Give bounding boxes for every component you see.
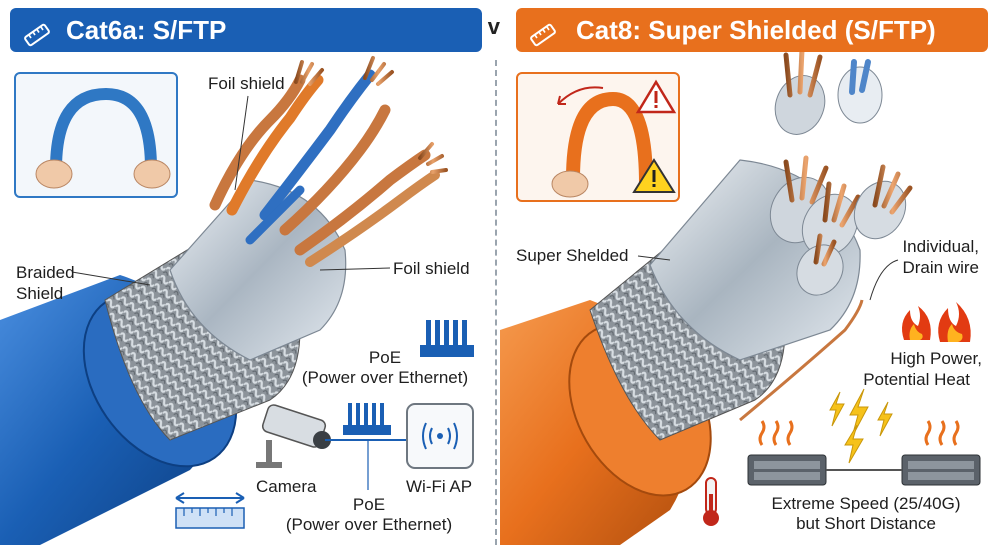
label-poe-top-line2: (Power over Ethernet) [301, 368, 469, 387]
cat8-shielded-pairs [769, 47, 913, 296]
cat8-drain-wire [739, 299, 864, 422]
label-foil-shield-top: Foil shield [208, 74, 285, 93]
label-braided-line1: Braided [16, 263, 75, 282]
flame-icon [902, 306, 931, 340]
label-heat-line2: Potential Heat [863, 370, 970, 389]
poe-diagram [175, 320, 474, 529]
poe-connector-icon [420, 320, 474, 357]
network-switch-icon [901, 420, 981, 486]
cat6a-twisted-pairs [209, 56, 448, 267]
label-super-shielded: Super Shelded [516, 246, 629, 265]
warning-icon [632, 158, 676, 193]
cat8-title-banner: Cat8: Super Shielded (S/FTP) [516, 8, 988, 52]
wifi-ap-device [406, 403, 474, 469]
label-speed-line1: Extreme Speed (25/40G) [771, 494, 961, 513]
cat6a-title-banner: Cat6a: S/FTP [10, 8, 482, 52]
cat8-stiff-inset [516, 72, 680, 202]
wifi-signal-icon [422, 422, 458, 450]
lightning-icon [829, 388, 893, 464]
ruler-icon [22, 17, 52, 61]
label-drain-line2: Drain wire [902, 258, 979, 277]
cat6a-title: Cat6a: S/FTP [66, 15, 227, 45]
ruler-icon [528, 17, 558, 61]
cat6a-panel: Cat6a: S/FTP [0, 0, 494, 545]
label-camera: Camera [256, 477, 317, 496]
cat8-panel: Cat8: Super Shielded (S/FTP) Super Sheld… [500, 0, 999, 545]
warning-icon [635, 79, 677, 114]
poe-connector-icon [343, 403, 391, 435]
cat8-cable-illustration [500, 47, 981, 545]
thermometer-icon [703, 477, 719, 526]
label-poe-top-line1: PoE [368, 348, 402, 367]
label-poe-bottom-line2: (Power over Ethernet) [285, 515, 453, 534]
label-heat-line1: High Power, [890, 349, 982, 368]
security-camera-icon [256, 404, 331, 468]
label-braided-line2: Shield [16, 284, 64, 303]
cat6a-foil-shield [169, 179, 347, 361]
label-foil-shield-right: Foil shield [393, 259, 470, 278]
cat6a-cable-illustration [0, 56, 448, 545]
panel-divider [495, 60, 499, 545]
ruler-icon [175, 492, 245, 529]
label-wifi-ap: Wi-Fi AP [406, 477, 473, 496]
label-speed-line2: but Short Distance [796, 514, 936, 533]
cat8-title: Cat8: Super Shielded (S/FTP) [576, 15, 936, 45]
flame-icon [938, 302, 971, 342]
cat6a-flex-inset [14, 72, 178, 198]
label-poe-bottom-line1: PoE [352, 495, 386, 514]
network-switch-icon [747, 420, 827, 486]
label-drain-line1: Individual, [902, 237, 979, 256]
